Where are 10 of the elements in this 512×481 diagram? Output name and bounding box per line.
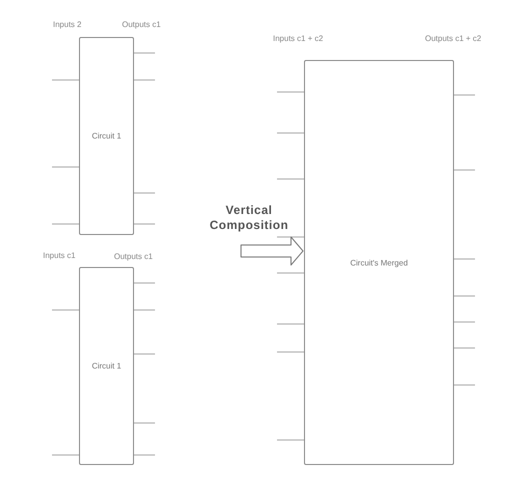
circuit-label: Circuit 1 (90, 132, 122, 140)
port-group-label: Inputs c1 (43, 251, 76, 260)
port-group-label: Inputs 2 (53, 20, 82, 29)
circuit-label: Circuit 1 (90, 362, 122, 370)
circuit-label: Circuit's Merged (349, 258, 409, 267)
port-group-label: Outputs c1 (122, 20, 161, 29)
port-group-label: Outputs c1 (114, 252, 153, 261)
block-arrow (240, 236, 304, 266)
port-group-label: Inputs c1 + c2 (273, 34, 324, 43)
port-group-label: Outputs c1 + c2 (425, 34, 482, 43)
